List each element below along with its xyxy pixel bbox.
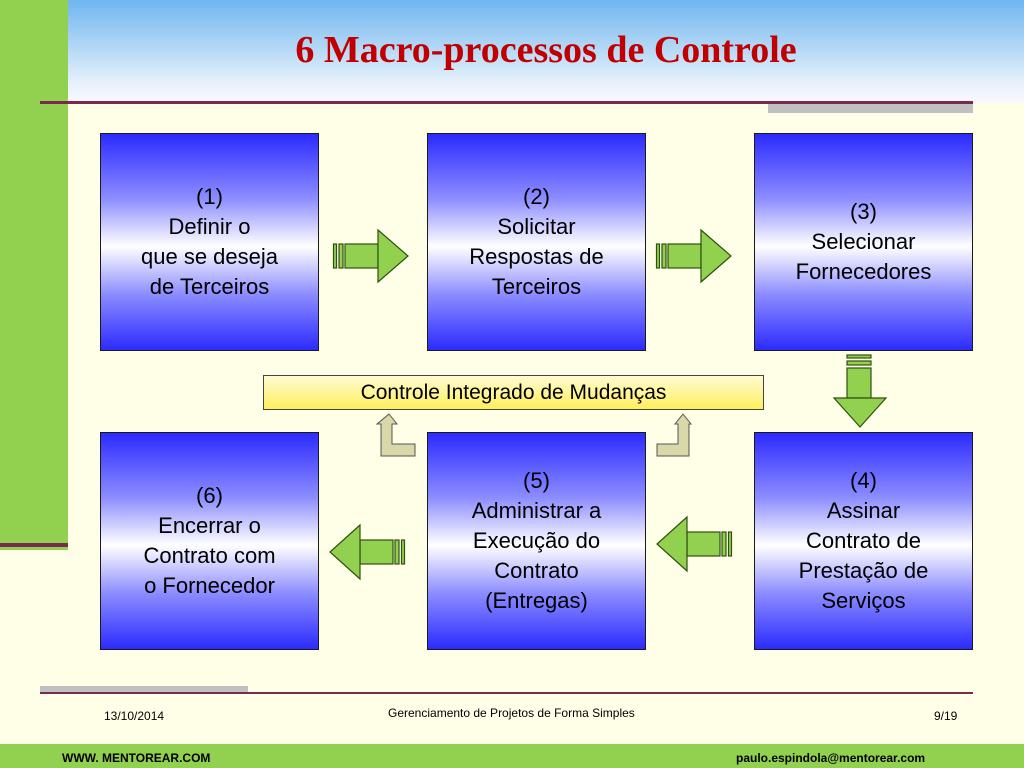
- process-box-1-label: (1) Definir o que se deseja de Terceiros: [141, 184, 278, 299]
- process-box-6: (6) Encerrar o Contrato com o Fornecedor: [100, 432, 319, 650]
- footer-divider-shadow: [40, 686, 248, 694]
- left-accent-bar: [0, 0, 68, 550]
- process-box-3-label: (3) Selecionar Fornecedores: [795, 199, 932, 284]
- title-divider: [40, 101, 973, 104]
- process-box-5: (5) Administrar a Execução do Contrato (…: [427, 432, 646, 650]
- process-box-4-label: (4) Assinar Contrato de Prestação de Ser…: [798, 468, 929, 613]
- footer-divider: [40, 692, 973, 694]
- left-bar-divider: [0, 543, 68, 547]
- footer-email: paulo.espindola@mentorear.com: [736, 751, 926, 765]
- process-box-6-label: (6) Encerrar o Contrato com o Fornecedor: [143, 483, 276, 598]
- bent-up-arrow-icon: [375, 413, 416, 457]
- header-background: [68, 0, 1024, 103]
- process-box-3: (3) Selecionar Fornecedores: [754, 133, 973, 351]
- footer-page-number: 9/19: [934, 709, 958, 723]
- arrow-right-icon: [655, 228, 732, 284]
- page-title: 6 Macro-processos de Controle: [295, 29, 797, 71]
- arrow-left-icon: [329, 523, 406, 581]
- footer-website: WWW. MENTOREAR.COM: [62, 751, 211, 765]
- process-box-4: (4) Assinar Contrato de Prestação de Ser…: [754, 432, 973, 650]
- integrated-change-control-box: Controle Integrado de Mudanças: [263, 375, 764, 410]
- arrow-down-icon: [832, 354, 888, 428]
- footer-subject: Gerenciamento de Projetos de Forma Simpl…: [388, 706, 635, 720]
- bent-up-arrow-icon: [656, 413, 693, 457]
- arrow-right-icon: [332, 228, 409, 284]
- process-box-5-label: (5) Administrar a Execução do Contrato (…: [471, 468, 602, 613]
- footer-date: 13/10/2014: [104, 709, 165, 723]
- arrow-left-icon: [656, 515, 733, 573]
- process-box-2-label: (2) Solicitar Respostas de Terceiros: [469, 184, 604, 299]
- title-divider-shadow: [768, 104, 973, 113]
- process-box-2: (2) Solicitar Respostas de Terceiros: [427, 133, 646, 351]
- process-box-1: (1) Definir o que se deseja de Terceiros: [100, 133, 319, 351]
- bottom-band: [0, 744, 1024, 768]
